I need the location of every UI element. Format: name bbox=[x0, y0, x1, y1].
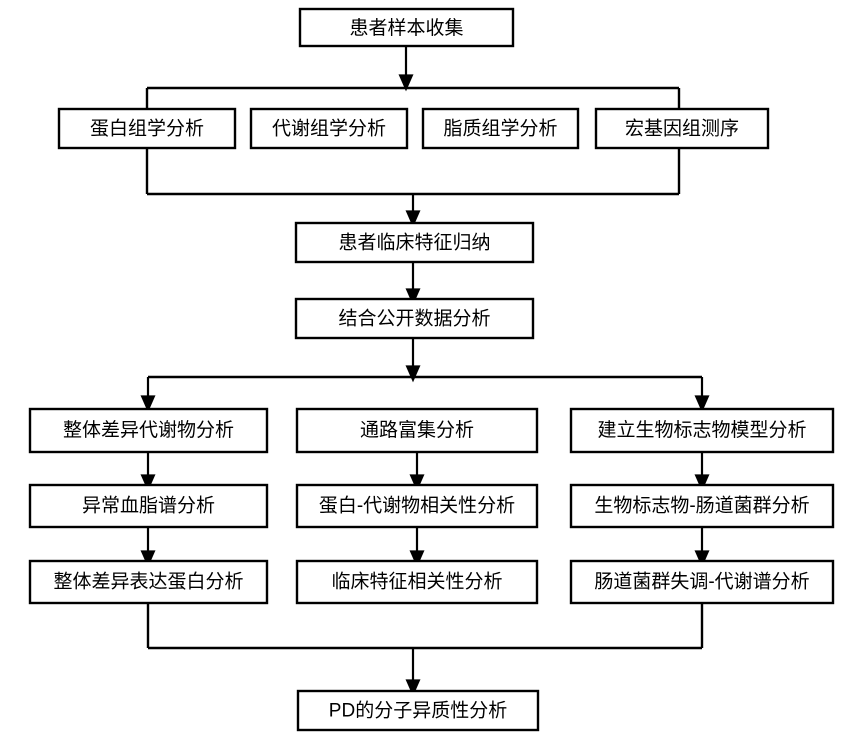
node-mid-2-label: 蛋白-代谢物相关性分析 bbox=[319, 495, 515, 517]
node-metabolomics-label: 代谢组学分析 bbox=[272, 118, 386, 140]
node-public-data[interactable]: 结合公开数据分析 bbox=[294, 297, 535, 340]
node-left-3-label: 整体差异表达蛋白分析 bbox=[53, 571, 243, 593]
node-right-2-label: 生物标志物-肠道菌群分析 bbox=[594, 495, 809, 517]
node-left-abnormal-lipid-profile[interactable]: 异常血脂谱分析 bbox=[28, 483, 269, 529]
node-metagenomics[interactable]: 宏基因组测序 bbox=[594, 107, 770, 150]
node-final-label: PD的分子异质性分析 bbox=[329, 700, 507, 722]
node-mid-1-label: 通路富集分析 bbox=[360, 419, 474, 441]
node-public-data-label: 结合公开数据分析 bbox=[338, 308, 490, 330]
node-metagenomics-label: 宏基因组测序 bbox=[625, 118, 739, 140]
node-lipidomics-label: 脂质组学分析 bbox=[443, 118, 557, 140]
node-proteomics[interactable]: 蛋白组学分析 bbox=[57, 107, 237, 150]
node-left-differential-metabolites[interactable]: 整体差异代谢物分析 bbox=[28, 407, 269, 454]
node-right-dysbiosis-metabolome[interactable]: 肠道菌群失调-代谢谱分析 bbox=[569, 559, 835, 605]
node-metabolomics[interactable]: 代谢组学分析 bbox=[249, 107, 409, 150]
connector-omics-to-clinical bbox=[145, 148, 681, 228]
node-right-biomarker-gut-microbiota[interactable]: 生物标志物-肠道菌群分析 bbox=[569, 483, 835, 529]
node-clinical-features-label: 患者临床特征归纳 bbox=[338, 232, 490, 254]
node-mid-protein-metabolite-correlation[interactable]: 蛋白-代谢物相关性分析 bbox=[295, 483, 539, 529]
node-right-1-label: 建立生物标志物模型分析 bbox=[597, 419, 806, 441]
node-mid-clinical-correlation[interactable]: 临床特征相关性分析 bbox=[295, 559, 539, 605]
connector-columns-to-final bbox=[146, 603, 704, 697]
node-mid-3-label: 临床特征相关性分析 bbox=[331, 571, 502, 593]
node-left-2-label: 异常血脂谱分析 bbox=[82, 495, 215, 517]
node-clinical-features[interactable]: 患者临床特征归纳 bbox=[294, 221, 535, 264]
node-left-differential-proteins[interactable]: 整体差异表达蛋白分析 bbox=[28, 559, 269, 605]
connector-sample-to-omics bbox=[145, 45, 681, 109]
node-sample-collection[interactable]: 患者样本收集 bbox=[298, 7, 515, 48]
connector-publicdata-to-columns bbox=[140, 338, 710, 413]
node-left-1-label: 整体差异代谢物分析 bbox=[63, 419, 234, 441]
node-right-biomarker-model[interactable]: 建立生物标志物模型分析 bbox=[569, 407, 835, 454]
node-mid-pathway-enrichment[interactable]: 通路富集分析 bbox=[295, 407, 539, 454]
node-right-3-label: 肠道菌群失调-代谢谱分析 bbox=[594, 571, 809, 593]
node-final-pd-heterogeneity[interactable]: PD的分子异质性分析 bbox=[296, 689, 540, 732]
node-proteomics-label: 蛋白组学分析 bbox=[90, 118, 204, 140]
node-lipidomics[interactable]: 脂质组学分析 bbox=[421, 107, 580, 150]
node-sample-collection-label: 患者样本收集 bbox=[349, 17, 463, 39]
